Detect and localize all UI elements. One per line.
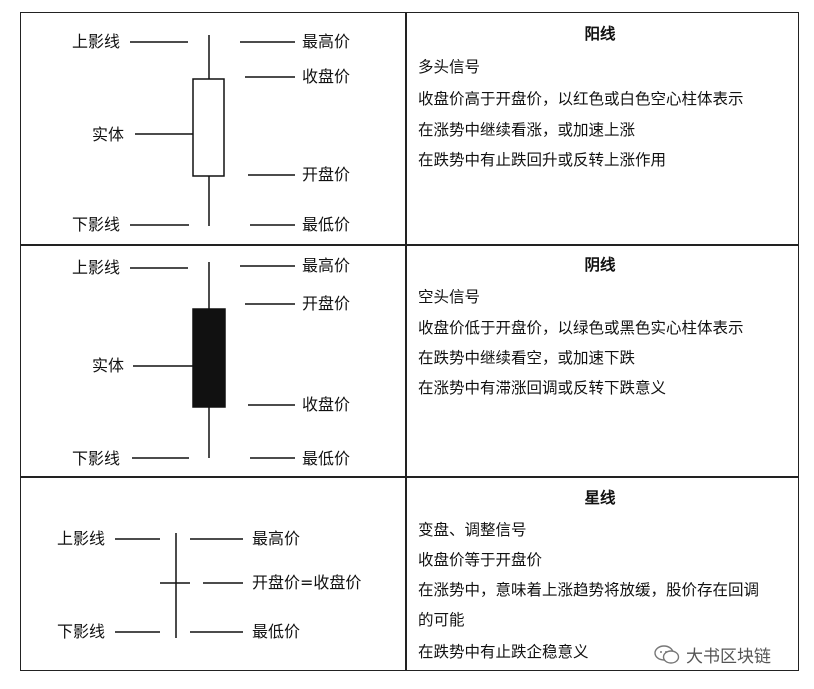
yin-body	[192, 308, 226, 408]
yin-title: 阴线	[584, 256, 616, 274]
yang-title: 阳线	[584, 25, 616, 43]
star-low-label: 最低价	[252, 622, 301, 641]
yin-lower-shadow-label: 下影线	[72, 449, 121, 468]
yang-body-label: 实体	[92, 125, 125, 144]
column-divider	[405, 12, 407, 671]
yang-close-label: 收盘价	[302, 67, 351, 86]
star-line-5: 在跌势中有止跌企稳意义	[418, 643, 589, 661]
yin-candle	[130, 262, 295, 459]
yang-line-2: 收盘价高于开盘价，以红色或白色空心柱体表示	[418, 90, 744, 108]
star-high-label: 最高价	[252, 529, 301, 548]
yin-line-4: 在涨势中有滞涨回调或反转下跌意义	[418, 379, 667, 397]
yin-line-3: 在跌势中继续看空，或加速下跌	[418, 349, 636, 367]
yang-upper-shadow-label: 上影线	[72, 32, 121, 51]
star-line-3: 在涨势中，意味着上涨趋势将放缓，股价存在回调	[418, 581, 760, 599]
table-frame	[20, 12, 799, 671]
row-divider-1	[20, 244, 799, 246]
star-lower-shadow-label: 下影线	[57, 622, 106, 641]
star-open-close-label: 开盘价=收盘价	[252, 573, 362, 592]
yang-lower-shadow-label: 下影线	[72, 215, 121, 234]
yang-line-4: 在跌势中有止跌回升或反转上涨作用	[418, 151, 667, 169]
yin-line-2: 收盘价低于开盘价，以绿色或黑色实心柱体表示	[418, 319, 744, 337]
star-line-2: 收盘价等于开盘价	[418, 551, 543, 569]
yang-high-label: 最高价	[302, 32, 351, 51]
yang-low-label: 最低价	[302, 215, 351, 234]
yang-line-1: 多头信号	[418, 58, 481, 76]
yang-open-label: 开盘价	[302, 165, 351, 184]
yin-high-label: 最高价	[302, 256, 351, 275]
yin-body-label: 实体	[92, 356, 125, 375]
star-line-1: 变盘、调整信号	[418, 521, 527, 539]
yin-low-label: 最低价	[302, 449, 351, 468]
yin-open-label: 开盘价	[302, 294, 351, 313]
yin-upper-shadow-label: 上影线	[72, 258, 121, 277]
watermark: 大书区块链	[654, 642, 771, 667]
star-line-4: 的可能	[418, 611, 465, 629]
yin-close-label: 收盘价	[302, 395, 351, 414]
star-upper-shadow-label: 上影线	[57, 529, 106, 548]
yang-candle	[130, 35, 295, 226]
star-candle	[115, 533, 243, 638]
yang-body	[192, 78, 225, 177]
yang-line-3: 在涨势中继续看涨，或加速上涨	[418, 121, 636, 139]
wechat-icon	[654, 644, 680, 664]
star-title: 星线	[584, 489, 616, 507]
row-divider-2	[20, 476, 799, 478]
watermark-text: 大书区块链	[686, 647, 771, 667]
yin-line-1: 空头信号	[418, 288, 481, 306]
